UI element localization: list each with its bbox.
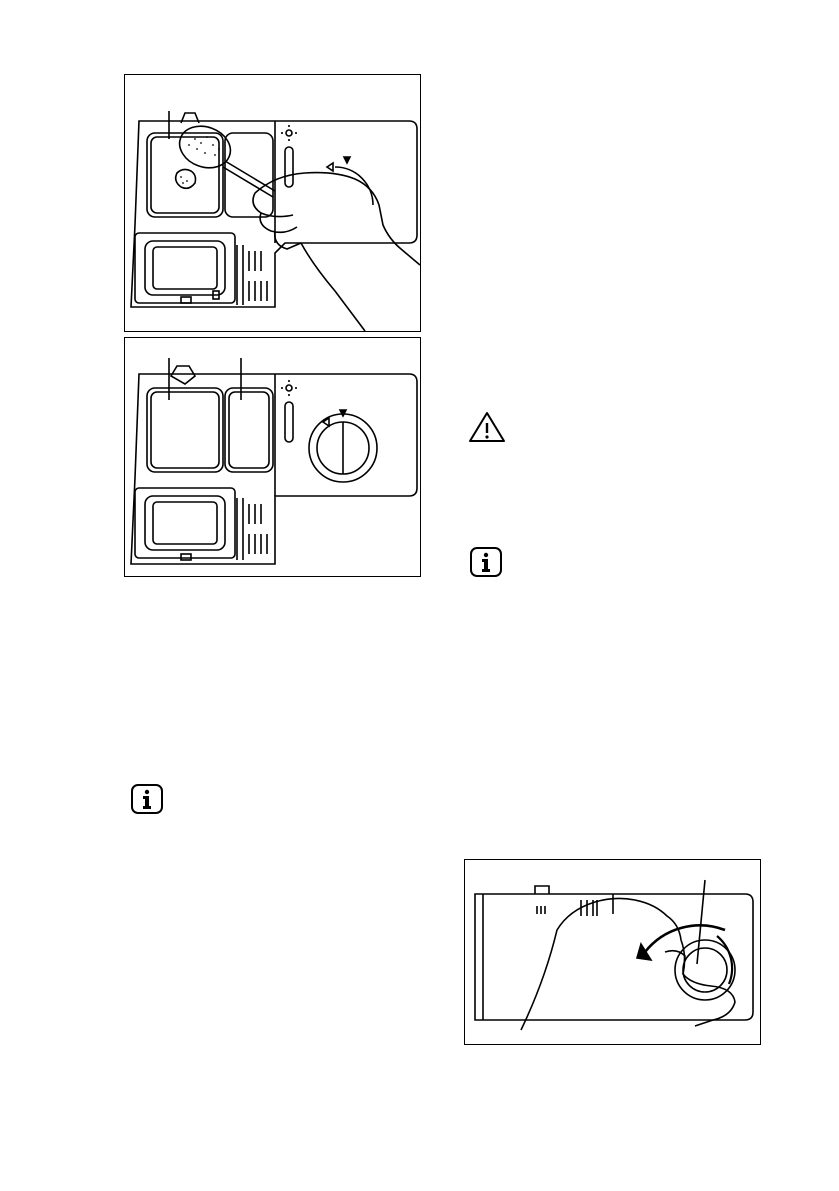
info-icon [130, 783, 164, 815]
figure-dispenser-compartments [124, 337, 421, 577]
figure-detergent-fill [124, 74, 421, 332]
figure-rinse-aid-dial [464, 859, 761, 1045]
detergent-fill-illustration [125, 75, 420, 331]
rinse-aid-dial-illustration [465, 860, 760, 1044]
info-icon [469, 546, 503, 578]
dispenser-illustration [125, 338, 420, 576]
warning-icon [467, 410, 507, 444]
